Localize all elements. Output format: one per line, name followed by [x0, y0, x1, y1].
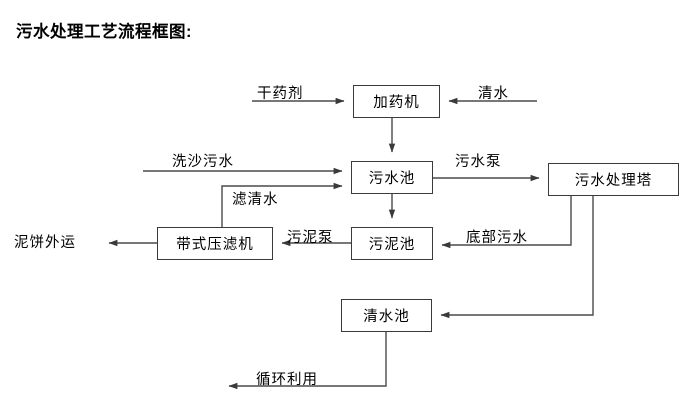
node-label: 污水池 — [368, 171, 416, 187]
edge-label-sand-wash-sewage: 洗沙污水 — [172, 154, 234, 170]
edge-label-clean-water: 清水 — [478, 86, 509, 102]
node-sewage-pool[interactable]: 污水池 — [351, 161, 433, 194]
terminal-label-mud-cake-out: 泥饼外运 — [14, 235, 76, 251]
edge-label-filtered-water: 滤清水 — [232, 192, 279, 208]
node-label: 污泥池 — [368, 237, 416, 253]
edge-label-recycle-use: 循环利用 — [256, 372, 318, 388]
node-label: 污水处理塔 — [574, 173, 653, 189]
edge-label-sludge-pump: 污泥泵 — [287, 230, 334, 246]
edge-label-sewage-pump: 污水泵 — [455, 154, 502, 170]
edge-filtered-to-sewage-pool — [221, 182, 343, 227]
edge-label-bottom-sewage: 底部污水 — [466, 230, 528, 246]
node-belt-press[interactable]: 带式压滤机 — [157, 227, 273, 260]
node-clear-pool[interactable]: 清水池 — [341, 299, 432, 332]
node-label: 带式压滤机 — [176, 237, 254, 253]
edge-clear-pool-to-recycle — [228, 332, 387, 390]
node-label: 加药机 — [373, 95, 420, 111]
node-treatment-tower[interactable]: 污水处理塔 — [548, 163, 679, 196]
node-dosing-machine[interactable]: 加药机 — [353, 85, 440, 118]
edge-label-dry-agent: 干药剂 — [257, 86, 304, 102]
page-title: 污水处理工艺流程框图: — [16, 23, 192, 41]
node-sludge-pool[interactable]: 污泥池 — [351, 227, 433, 260]
edge-tower-to-sludge-pool — [441, 196, 572, 249]
node-label: 清水池 — [363, 309, 410, 325]
edge-tower-to-clear-pool — [440, 196, 594, 319]
